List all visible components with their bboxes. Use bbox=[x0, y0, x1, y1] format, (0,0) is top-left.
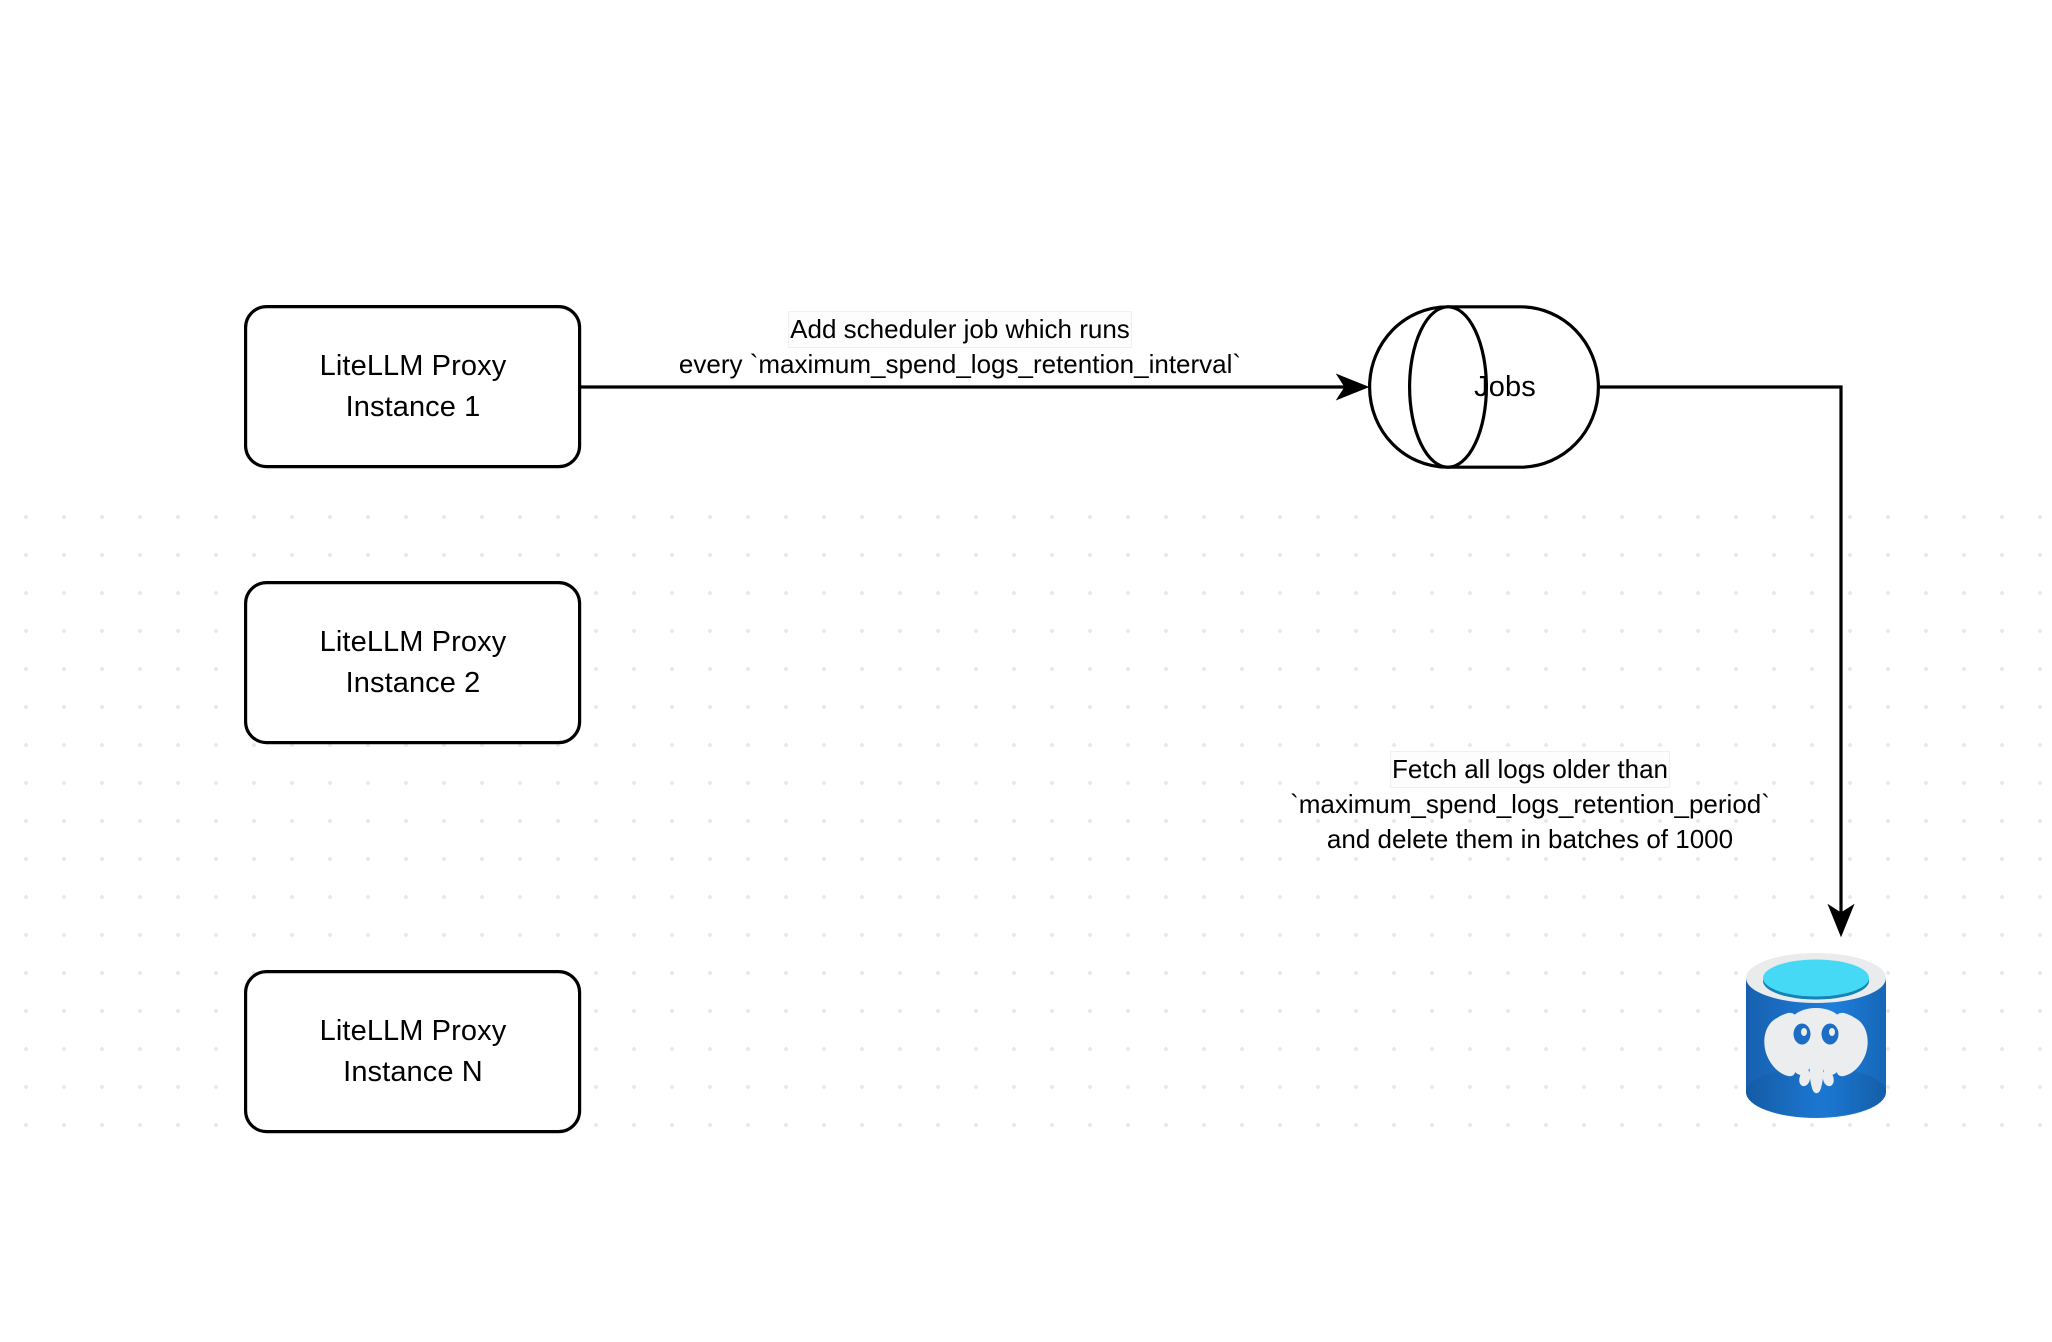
node-proxy-instance-1[interactable] bbox=[244, 305, 582, 469]
node-proxy-instance-n[interactable] bbox=[244, 969, 582, 1134]
postgres-elephant-pupils bbox=[1801, 1028, 1835, 1036]
node-jobs-queue[interactable] bbox=[1367, 305, 1601, 469]
edge-scheduler-job[interactable] bbox=[580, 373, 1370, 401]
edge-delete-logs[interactable] bbox=[1600, 385, 1855, 938]
db-liquid-surface bbox=[1763, 959, 1869, 997]
postgres-database-icon[interactable] bbox=[1741, 952, 1891, 1120]
node-proxy-instance-2[interactable] bbox=[244, 580, 582, 745]
